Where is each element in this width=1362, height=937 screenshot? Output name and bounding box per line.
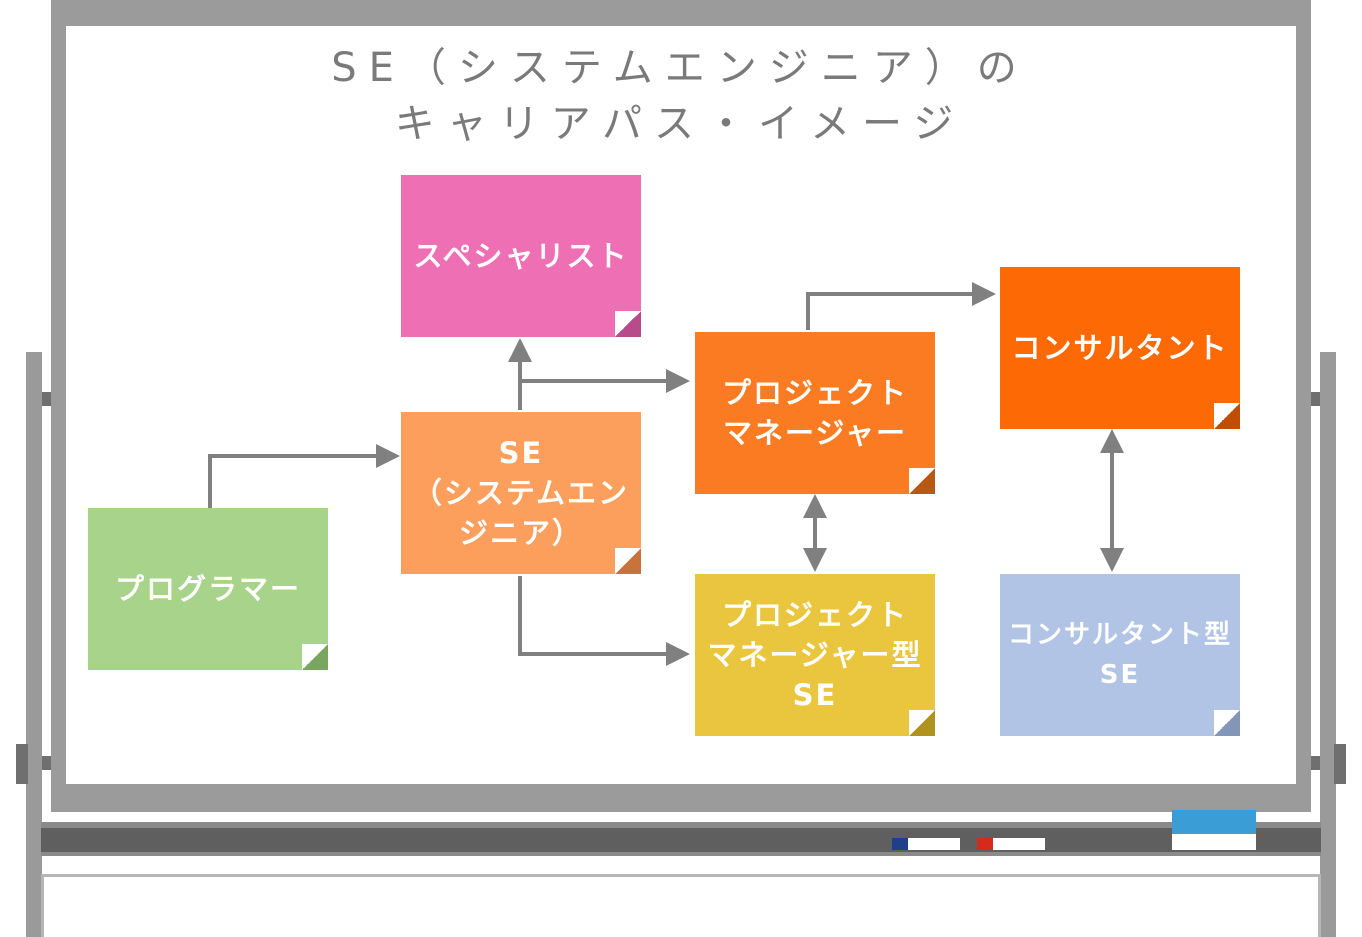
node-specialist: スペシャリスト bbox=[401, 175, 641, 337]
node-se: SE （システムエン ジニア） bbox=[401, 412, 641, 574]
lower-board-panel bbox=[41, 874, 1321, 937]
arrow-programmer-to-se bbox=[208, 444, 400, 508]
node-se-label: SE （システムエン ジニア） bbox=[412, 436, 630, 550]
page-curl bbox=[615, 311, 641, 337]
page-curl bbox=[909, 468, 935, 494]
right-lower-pivot bbox=[1308, 756, 1320, 770]
left-lower-clamp bbox=[16, 744, 28, 784]
node-pm-type-se: プロジェクト マネージャー型 SE bbox=[695, 574, 935, 736]
node-consultant-type-se-label: コンサルタント型 SE bbox=[1007, 620, 1232, 690]
page-curl bbox=[615, 548, 641, 574]
page-curl bbox=[302, 644, 328, 670]
eraser-top[interactable] bbox=[1172, 810, 1256, 834]
right-stand-leg bbox=[1320, 352, 1336, 937]
red-marker-cap[interactable] bbox=[977, 838, 993, 850]
arrow-se-to-pm-type-se bbox=[518, 576, 690, 666]
blue-marker-cap[interactable] bbox=[892, 838, 908, 850]
marker-tray-bottom bbox=[41, 852, 1321, 856]
marker-tray-lip bbox=[41, 822, 1321, 828]
node-consultant-type-se: コンサルタント型 SE bbox=[1000, 574, 1240, 736]
red-marker[interactable] bbox=[993, 838, 1045, 850]
diagram-title-line1: SE（システムエンジニア）の bbox=[331, 45, 1029, 91]
node-programmer: プログラマー bbox=[88, 508, 328, 670]
page-curl bbox=[1214, 403, 1240, 429]
node-consultant: コンサルタント bbox=[1000, 267, 1240, 429]
blue-marker[interactable] bbox=[908, 838, 960, 850]
node-programmer-label: プログラマー bbox=[114, 572, 301, 606]
right-lower-clamp bbox=[1334, 744, 1346, 784]
node-specialist-label: スペシャリスト bbox=[413, 239, 629, 273]
eraser-body[interactable] bbox=[1172, 834, 1256, 850]
marker-tray bbox=[41, 828, 1321, 852]
left-stand-leg bbox=[26, 352, 42, 937]
node-consultant-label: コンサルタント bbox=[1011, 331, 1229, 365]
node-project-manager-label: プロジェクト マネージャー bbox=[721, 376, 908, 450]
diagram-title-line2: キャリアパス・イメージ bbox=[394, 101, 966, 147]
node-pm-type-se-label: プロジェクト マネージャー型 SE bbox=[707, 598, 923, 712]
page-curl bbox=[1214, 710, 1240, 736]
node-project-manager: プロジェクト マネージャー bbox=[695, 332, 935, 494]
right-upper-pivot bbox=[1308, 392, 1320, 406]
page-curl bbox=[909, 710, 935, 736]
arrow-project-manager-to-consultant bbox=[806, 282, 996, 330]
